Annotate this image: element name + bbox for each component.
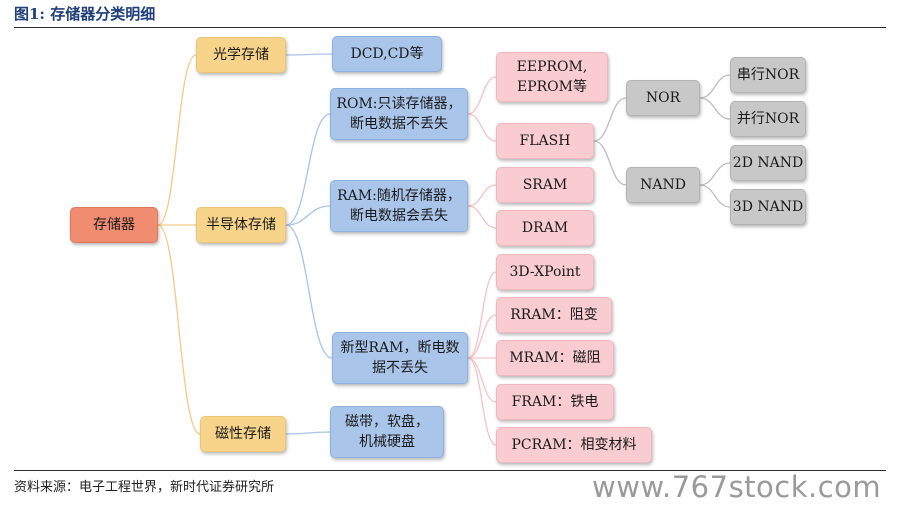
- node-magnetic-media: 磁带，软盘， 机械硬盘: [330, 406, 444, 458]
- watermark: www.767stock.com: [592, 470, 882, 504]
- node-fram: FRAM：铁电: [496, 384, 614, 420]
- node-rram: RRAM：阻变: [496, 297, 612, 333]
- node-dcd-cd: DCD,CD等: [332, 36, 442, 72]
- figure-title: 图1: 存储器分类明细: [14, 5, 156, 23]
- node-serial-nor: 串行NOR: [730, 57, 806, 93]
- node-3d-nand: 3D NAND: [730, 189, 806, 225]
- link-newram-pcram: [467, 357, 497, 446]
- node-dram: DRAM: [496, 210, 594, 246]
- link-semi-newram: [285, 224, 333, 359]
- link-root-optical: [157, 54, 197, 226]
- node-mram: MRAM：磁阻: [496, 340, 614, 376]
- link-newram-fram: [467, 357, 497, 403]
- node-parallel-nor: 并行NOR: [730, 101, 806, 137]
- node-sram: SRAM: [496, 167, 594, 203]
- link-flash-nand: [593, 140, 627, 186]
- link-flash-nor: [593, 97, 627, 142]
- source-note: 资料来源：电子工程世界，新时代证券研究所: [14, 480, 275, 495]
- node-nand: NAND: [626, 167, 700, 203]
- link-rom-eeprom: [467, 76, 497, 115]
- link-semi-rom: [285, 113, 331, 226]
- link-newram-xpoint: [467, 271, 497, 359]
- node-new-ram: 新型RAM，断电数 据不丢失: [332, 332, 468, 384]
- node-3d-xpoint: 3D-XPoint: [496, 254, 594, 290]
- link-nor-pnor: [699, 97, 731, 120]
- node-nor: NOR: [626, 80, 700, 116]
- node-root: 存储器: [70, 207, 158, 243]
- link-newram-rram: [467, 314, 497, 359]
- link-rom-flash: [467, 113, 497, 142]
- link-root-magnetic: [157, 224, 201, 435]
- node-rom: ROM:只读存储器， 断电数据不丢失: [330, 88, 468, 140]
- link-ram-dram: [467, 205, 497, 229]
- node-optical-storage: 光学存储: [196, 37, 286, 73]
- top-rule: [14, 27, 886, 28]
- node-eeprom: EEPROM, EPROM等: [496, 52, 608, 102]
- link-semi-ram: [285, 205, 331, 226]
- link-nor-snor: [699, 74, 731, 99]
- link-ram-sram: [467, 184, 497, 207]
- node-semiconductor-storage: 半导体存储: [196, 207, 286, 243]
- node-2d-nand: 2D NAND: [730, 145, 806, 181]
- link-nand-n3d: [699, 184, 731, 208]
- link-optical-dcd: [285, 53, 333, 56]
- node-flash: FLASH: [496, 123, 594, 159]
- node-magnetic-storage: 磁性存储: [200, 416, 286, 452]
- node-ram: RAM:随机存储器， 断电数据会丢失: [330, 180, 468, 232]
- link-nand-n2d: [699, 162, 731, 186]
- link-magnetic-magmedia: [285, 431, 331, 435]
- node-pcram: PCRAM：相变材料: [496, 427, 652, 463]
- bottom-rule: [14, 470, 886, 471]
